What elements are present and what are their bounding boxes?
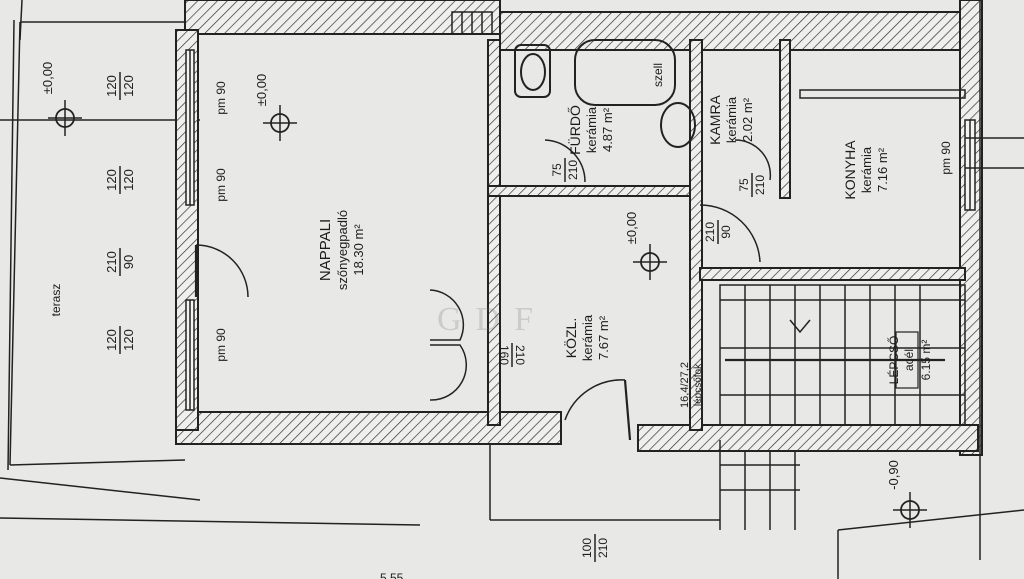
svg-text:120: 120 bbox=[121, 329, 136, 351]
svg-text:pm 90: pm 90 bbox=[214, 81, 228, 115]
room-furdo-area: 4.87 m² bbox=[600, 107, 615, 152]
room-konyha-area: 7.16 m² bbox=[875, 147, 890, 192]
svg-text:120: 120 bbox=[104, 75, 119, 97]
room-konyha: KONYHA kerámia 7.16 m² bbox=[842, 140, 890, 200]
room-terasz-name: terasz bbox=[49, 284, 63, 317]
svg-text:120: 120 bbox=[121, 169, 136, 191]
svg-text:75: 75 bbox=[737, 178, 751, 192]
svg-text:210: 210 bbox=[703, 222, 717, 242]
room-kozl-floor: kerámia bbox=[580, 314, 595, 361]
room-kamra-name: KAMRA bbox=[707, 94, 723, 144]
door-dim-furdo: 75 210 bbox=[550, 158, 580, 182]
svg-text:16,4/27,2: 16,4/27,2 bbox=[679, 362, 691, 408]
room-konyha-floor: kerámia bbox=[859, 146, 874, 193]
svg-text:GDF: GDF bbox=[437, 301, 547, 338]
door-dim-kozl: 210 90 bbox=[703, 220, 733, 244]
room-furdo-floor: kerámia bbox=[584, 106, 599, 153]
exterior-walls bbox=[175, 0, 983, 456]
room-nappali: NAPPALI szőnyegpadló 18.30 m² bbox=[317, 210, 366, 290]
svg-text:100: 100 bbox=[580, 538, 594, 558]
room-nappali-name: NAPPALI bbox=[317, 219, 334, 281]
svg-text:90: 90 bbox=[719, 225, 733, 239]
parapet-label-3: pm 90 bbox=[214, 328, 228, 362]
fixture-szell-label: szell bbox=[651, 63, 665, 87]
room-lepcso: LÉPCSŐ acél 6.15 m² bbox=[886, 331, 933, 389]
svg-text:120: 120 bbox=[104, 329, 119, 351]
parapet-label-1: pm 90 bbox=[214, 81, 228, 115]
room-kozl: KÖZL. kerámia 7.67 m² bbox=[562, 314, 611, 361]
fixture-szell: szell bbox=[651, 63, 665, 87]
room-terasz: terasz bbox=[49, 284, 63, 317]
door-dim-nappali: 210 160 bbox=[497, 343, 527, 367]
svg-text:90: 90 bbox=[121, 255, 136, 269]
room-nappali-floor: szőnyegpadló bbox=[335, 210, 350, 290]
vent-grid bbox=[451, 11, 493, 35]
svg-text:±0,00: ±0,00 bbox=[254, 74, 269, 106]
room-konyha-name: KONYHA bbox=[842, 140, 858, 200]
room-furdo: FÜRDŐ kerámia 4.87 m² bbox=[566, 105, 615, 155]
svg-text:210: 210 bbox=[104, 251, 119, 273]
svg-text:210: 210 bbox=[596, 538, 610, 558]
parapet-label-2: pm 90 bbox=[214, 168, 228, 202]
opening-dim-2: 120 120 bbox=[104, 166, 136, 194]
opening-dim-4: 120 120 bbox=[104, 326, 136, 354]
svg-text:120: 120 bbox=[104, 169, 119, 191]
door-arcs bbox=[194, 139, 772, 441]
level-text-3: ±0,00 bbox=[624, 212, 639, 244]
dimension-fragment: 5,55 bbox=[380, 571, 404, 579]
room-lepcso-area: 6.15 m² bbox=[919, 340, 933, 381]
svg-text:pm 90: pm 90 bbox=[214, 168, 228, 202]
opening-dim-1: 120 120 bbox=[104, 72, 136, 100]
room-kozl-area: 7.67 m² bbox=[596, 315, 611, 360]
svg-text:±0,00: ±0,00 bbox=[624, 212, 639, 244]
level-text-2: ±0,00 bbox=[254, 74, 269, 106]
level-text-1: ±0,00 bbox=[40, 62, 55, 94]
room-lepcso-name: LÉPCSŐ bbox=[886, 336, 901, 385]
svg-text:210: 210 bbox=[566, 160, 580, 180]
watermark: GDF bbox=[437, 301, 547, 338]
svg-text:120: 120 bbox=[121, 75, 136, 97]
level-marker-1 bbox=[48, 100, 82, 136]
room-furdo-name: FÜRDŐ bbox=[566, 105, 583, 155]
svg-text:210: 210 bbox=[513, 345, 527, 365]
room-lepcso-floor: acél bbox=[902, 349, 916, 371]
level-text-4: -0,90 bbox=[886, 460, 901, 490]
door-dim-kamra: 75 210 bbox=[737, 173, 767, 197]
level-marker-3 bbox=[633, 244, 667, 280]
bathroom-fixtures bbox=[514, 39, 696, 148]
door-dim-entry: 100 210 bbox=[580, 534, 610, 562]
room-kozl-name: KÖZL. bbox=[562, 318, 579, 358]
window-markers bbox=[185, 49, 1024, 411]
svg-text:pm 90: pm 90 bbox=[214, 328, 228, 362]
svg-text:-0,90: -0,90 bbox=[886, 460, 901, 490]
svg-text:pm 90: pm 90 bbox=[939, 141, 953, 175]
svg-text:160: 160 bbox=[497, 345, 511, 365]
parapet-label-4: pm 90 bbox=[939, 141, 953, 175]
svg-text:210: 210 bbox=[753, 175, 767, 195]
opening-dim-3: 210 90 bbox=[104, 248, 136, 276]
room-kamra-floor: kerámia bbox=[724, 96, 739, 143]
level-marker-4 bbox=[893, 492, 927, 528]
room-kamra: KAMRA kerámia 2.02 m² bbox=[707, 94, 755, 144]
stair-note: 16,4/27,2 lépcsőfok bbox=[679, 362, 704, 408]
svg-text:±0,00: ±0,00 bbox=[40, 62, 55, 94]
porch-outline bbox=[489, 0, 1024, 579]
level-marker-2 bbox=[263, 105, 297, 141]
room-nappali-area: 18.30 m² bbox=[351, 224, 366, 276]
staircase bbox=[719, 284, 966, 530]
terrace-outline bbox=[0, 21, 421, 526]
room-kamra-area: 2.02 m² bbox=[740, 97, 755, 142]
svg-text:lépcsőfok: lépcsőfok bbox=[693, 363, 704, 406]
svg-text:75: 75 bbox=[550, 163, 564, 177]
